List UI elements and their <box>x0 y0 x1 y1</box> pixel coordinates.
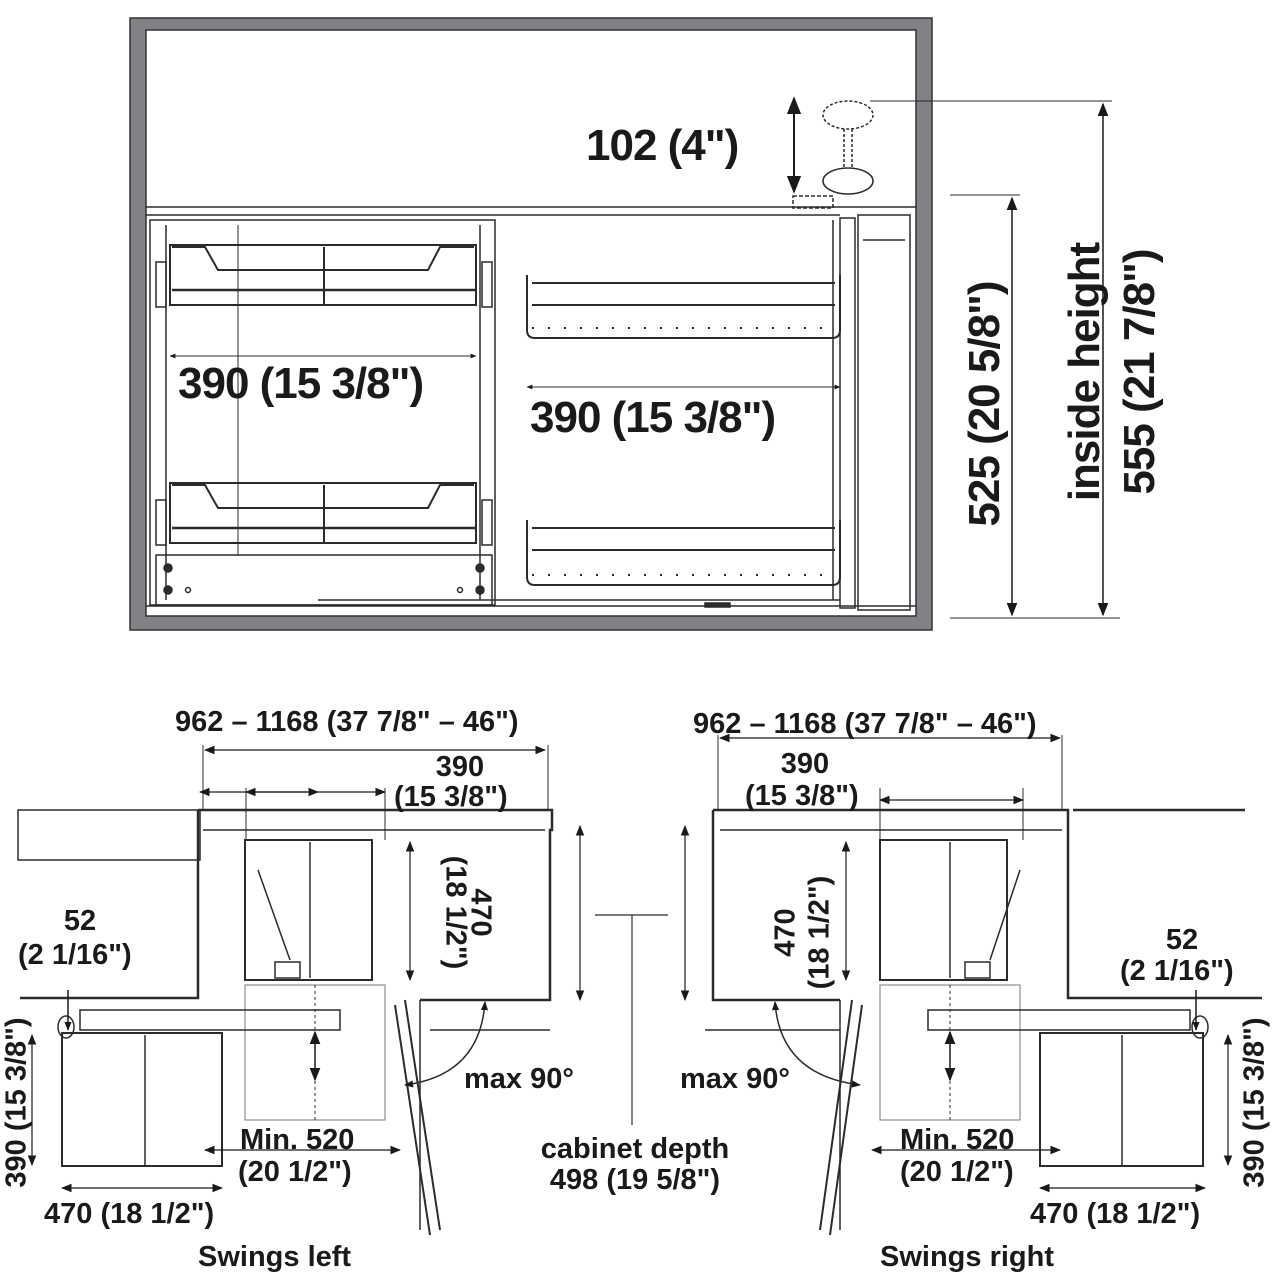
handle-knob <box>1191 1015 1209 1039</box>
basket-width-in-right: (15 3/8") <box>745 780 859 812</box>
min-opening-mm-right: Min. 520 <box>900 1124 1015 1156</box>
inside-height-label: inside height <box>1060 242 1109 502</box>
basket-depth-in-right: (18 1/2") <box>803 875 836 990</box>
swing-basket-width-right: 470 (18 1/2") <box>1030 1198 1201 1230</box>
cabinet-depth-label: cabinet depth <box>540 1133 730 1165</box>
caption-swings-right: Swings right <box>880 1241 1054 1273</box>
overall-width-label-right: 962 – 1168 (37 7/8" – 46") <box>693 708 1037 740</box>
swing-basket-depth-left: 390 (15 3/8") <box>0 1017 33 1188</box>
caption-swings-left: Swings left <box>198 1241 352 1273</box>
door-angle-right: max 90° <box>680 1063 790 1095</box>
offset-mm-right: 52 <box>1165 924 1199 956</box>
swing-basket-width-left: 470 (18 1/2") <box>44 1198 215 1230</box>
left-basket-width-label: 390 (15 3/8") <box>178 359 424 408</box>
lift-travel-label: 102 (4") <box>586 121 739 170</box>
inside-height-value: 555 (21 7/8") <box>1115 249 1164 495</box>
overall-width-label-left: 962 – 1168 (37 7/8" – 46") <box>175 706 519 738</box>
cabinet-depth-dimension <box>595 914 668 1125</box>
cabinet-depth-value: 498 (19 5/8") <box>549 1164 721 1196</box>
basket-width-in-left: (15 3/8") <box>394 781 508 813</box>
elevation-view <box>129 17 1120 631</box>
min-opening-mm-left: Min. 520 <box>240 1124 355 1156</box>
min-opening-in-left: (20 1/2") <box>238 1156 352 1188</box>
offset-in-left: (2 1/16") <box>18 939 132 971</box>
left-top-basket <box>155 244 493 308</box>
unit-height-label: 525 (20 5/8") <box>960 281 1009 527</box>
min-opening-in-right: (20 1/2") <box>900 1156 1014 1188</box>
right-basket-width-label: 390 (15 3/8") <box>530 393 776 442</box>
swing-basket-depth-right: 390 (15 3/8") <box>1238 1017 1271 1188</box>
lift-knob-raised <box>822 100 874 130</box>
door-angle-left: max 90° <box>464 1063 574 1095</box>
left-bottom-basket <box>155 482 493 546</box>
plan-view-swings-left <box>17 745 585 1236</box>
offset-mm-left: 52 <box>63 905 97 937</box>
plan-view-swings-right <box>680 733 1262 1236</box>
handle-knob <box>57 1015 75 1039</box>
basket-width-mm-left: 390 <box>435 751 485 783</box>
basket-width-mm-right: 390 <box>780 748 830 780</box>
offset-in-right: (2 1/16") <box>1120 955 1234 987</box>
basket-depth-in-left: (18 1/2") <box>439 855 472 970</box>
basket-depth-mm-right: 470 <box>769 908 802 957</box>
lift-knob <box>822 167 874 195</box>
